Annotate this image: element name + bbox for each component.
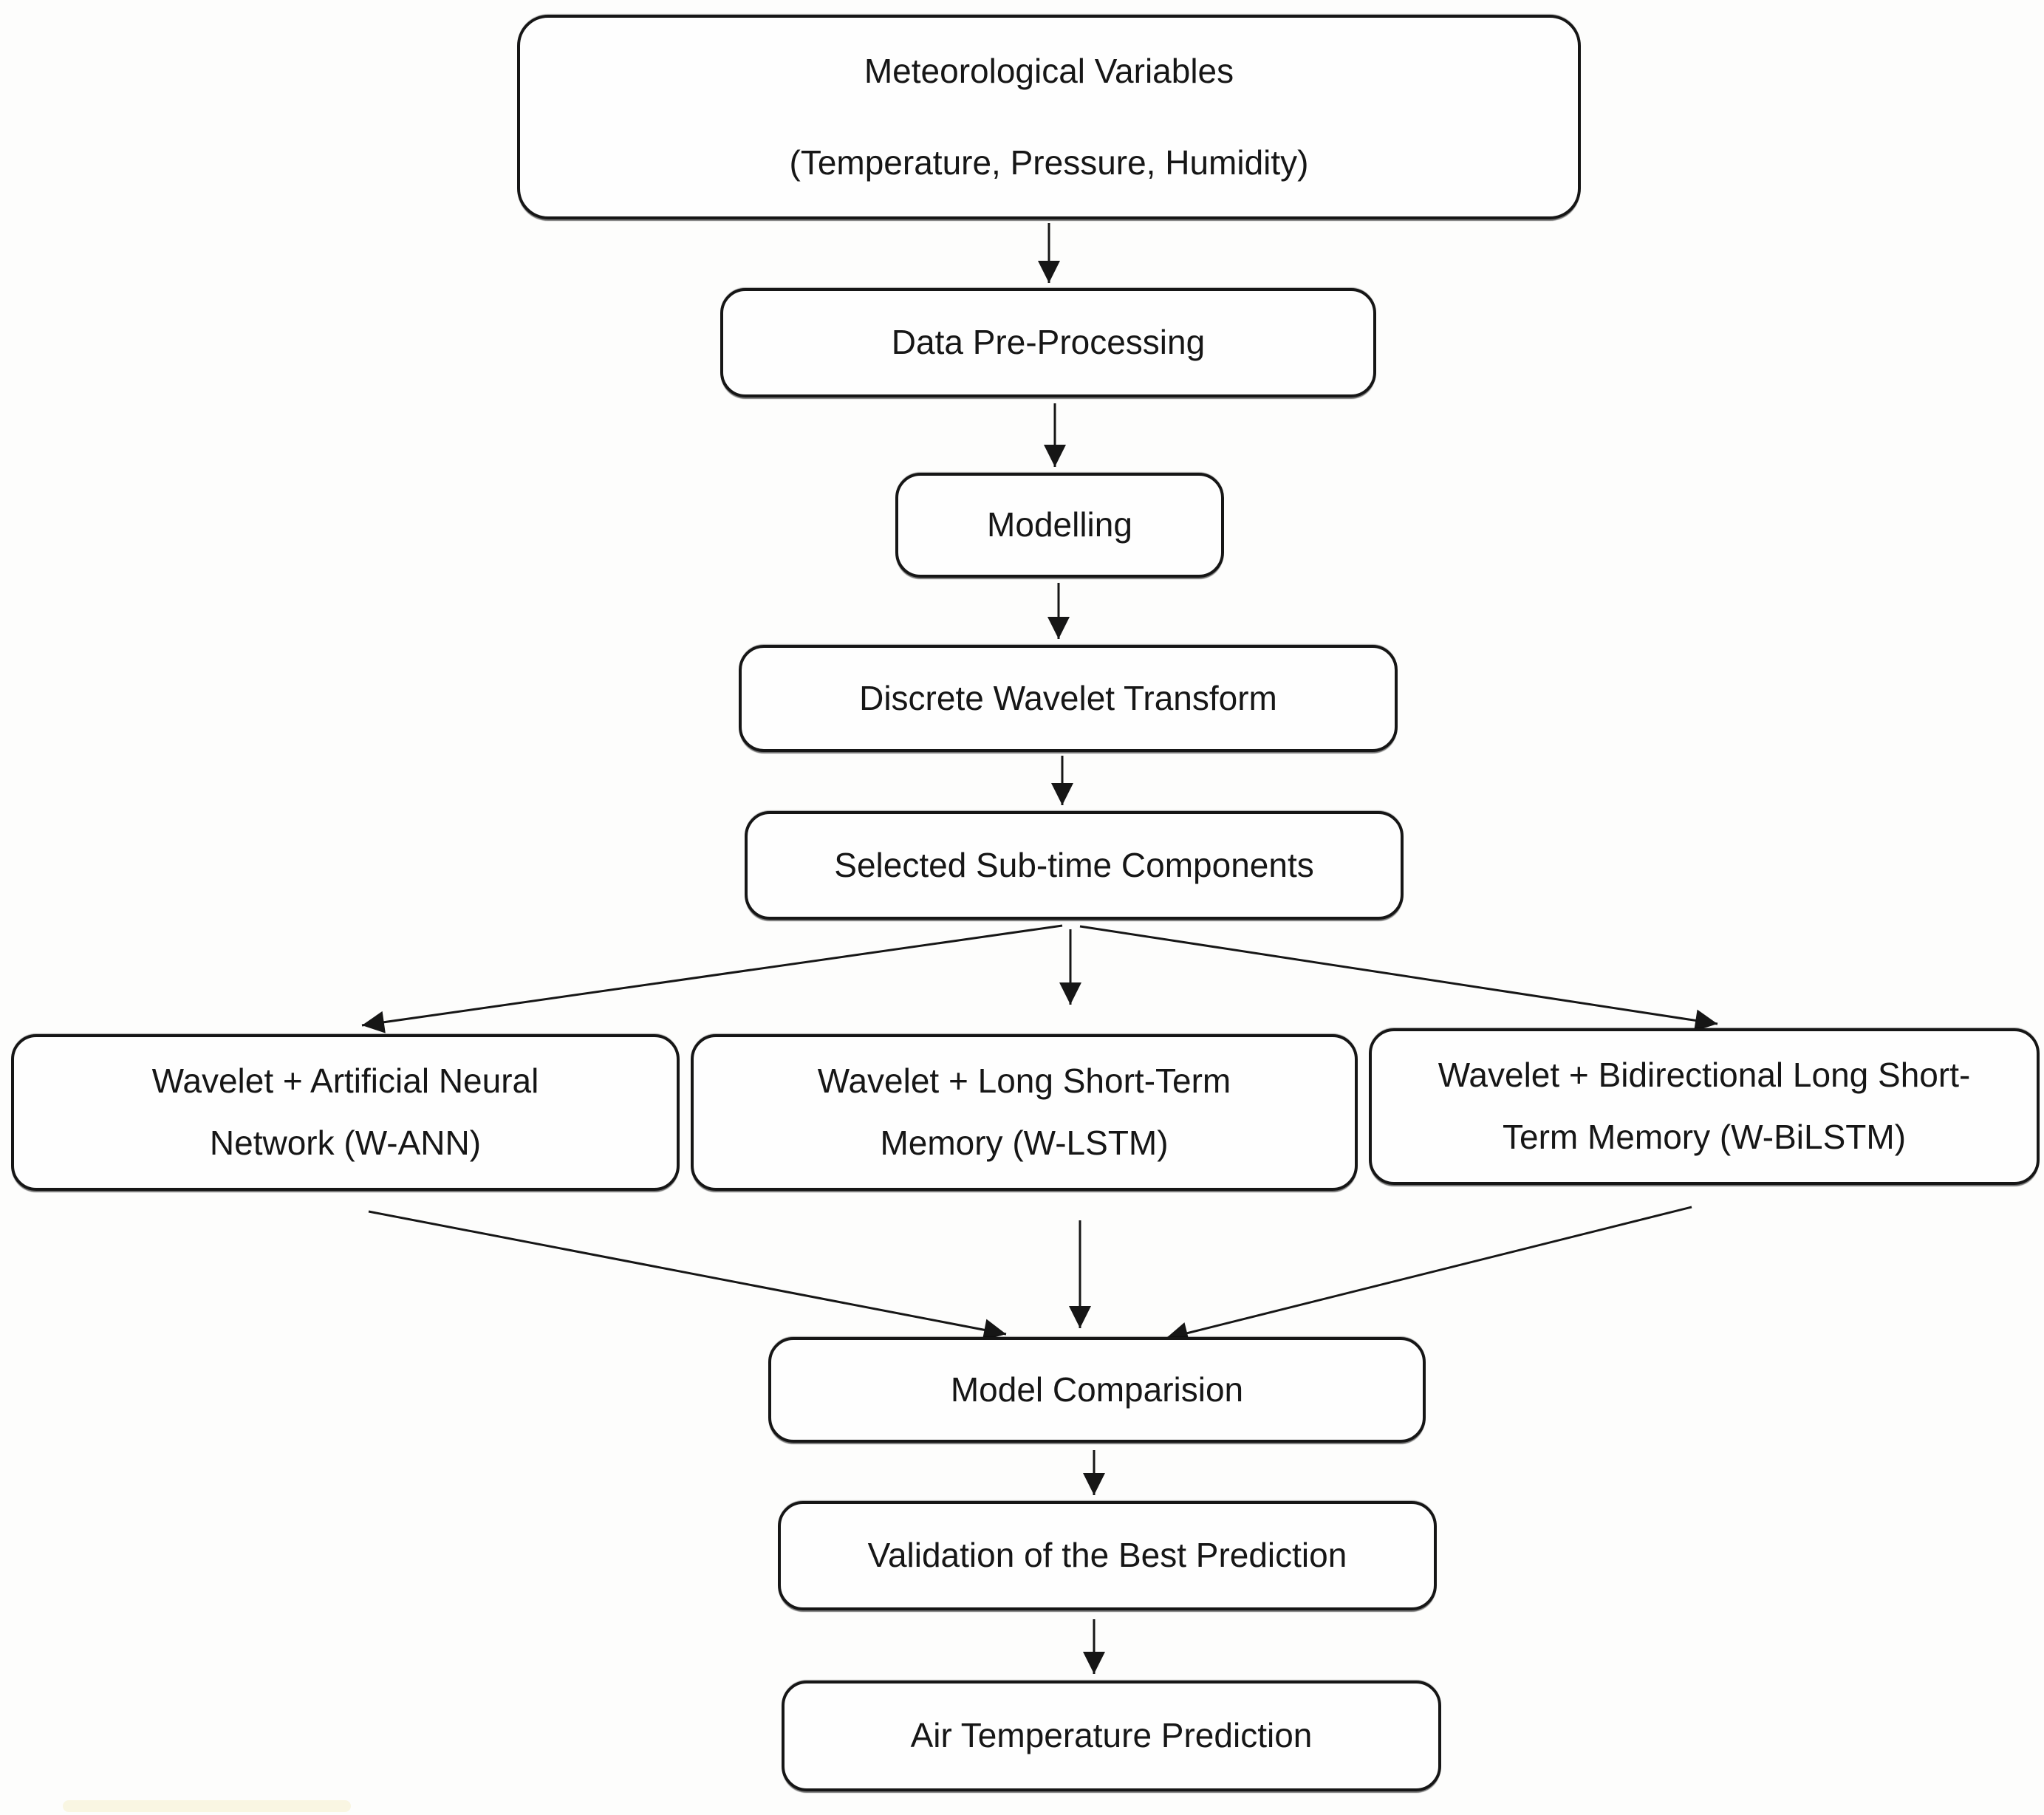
node-label: Meteorological Variables <box>864 52 1234 90</box>
node-selected-sub-time-components: Selected Sub-time Components <box>745 811 1404 920</box>
node-label: Wavelet + Artificial Neural Network (W-A… <box>151 1062 539 1162</box>
arrow-wann-to-comparison <box>368 1210 1007 1341</box>
node-data-pre-processing: Data Pre-Processing <box>720 288 1376 397</box>
node-label: Wavelet + Bidirectional Long Short-Term … <box>1438 1056 1971 1156</box>
node-meteorological-variables: Meteorological Variables (Temperature, P… <box>517 15 1581 219</box>
node-validation-best-prediction: Validation of the Best Prediction <box>778 1501 1437 1610</box>
node-w-ann: Wavelet + Artificial Neural Network (W-A… <box>11 1034 680 1191</box>
node-label: Model Comparision <box>950 1370 1244 1409</box>
node-label: Air Temperature Prediction <box>910 1716 1313 1755</box>
node-model-comparison: Model Comparision <box>768 1337 1426 1443</box>
node-label: Selected Sub-time Components <box>834 845 1314 884</box>
node-label: Validation of the Best Prediction <box>867 1536 1347 1575</box>
node-label: Discrete Wavelet Transform <box>859 678 1277 717</box>
node-modelling: Modelling <box>895 473 1224 578</box>
arrow-subtime-to-wbilstm <box>1079 925 1718 1032</box>
arrow-subtime-to-wann <box>361 924 1063 1033</box>
node-label: Modelling <box>987 505 1132 544</box>
node-label: Wavelet + Long Short-Term Memory (W-LSTM… <box>817 1062 1231 1162</box>
node-air-temperature-prediction: Air Temperature Prediction <box>782 1681 1441 1791</box>
node-w-bilstm: Wavelet + Bidirectional Long Short-Term … <box>1369 1028 2040 1185</box>
node-sublabel: (Temperature, Pressure, Humidity) <box>789 143 1309 182</box>
node-discrete-wavelet-transform: Discrete Wavelet Transform <box>739 645 1398 752</box>
node-w-lstm: Wavelet + Long Short-Term Memory (W-LSTM… <box>691 1034 1358 1191</box>
node-label: Data Pre-Processing <box>891 323 1206 362</box>
arrow-wbilstm-to-comparison <box>1165 1206 1692 1344</box>
scan-artifact <box>63 1800 351 1812</box>
